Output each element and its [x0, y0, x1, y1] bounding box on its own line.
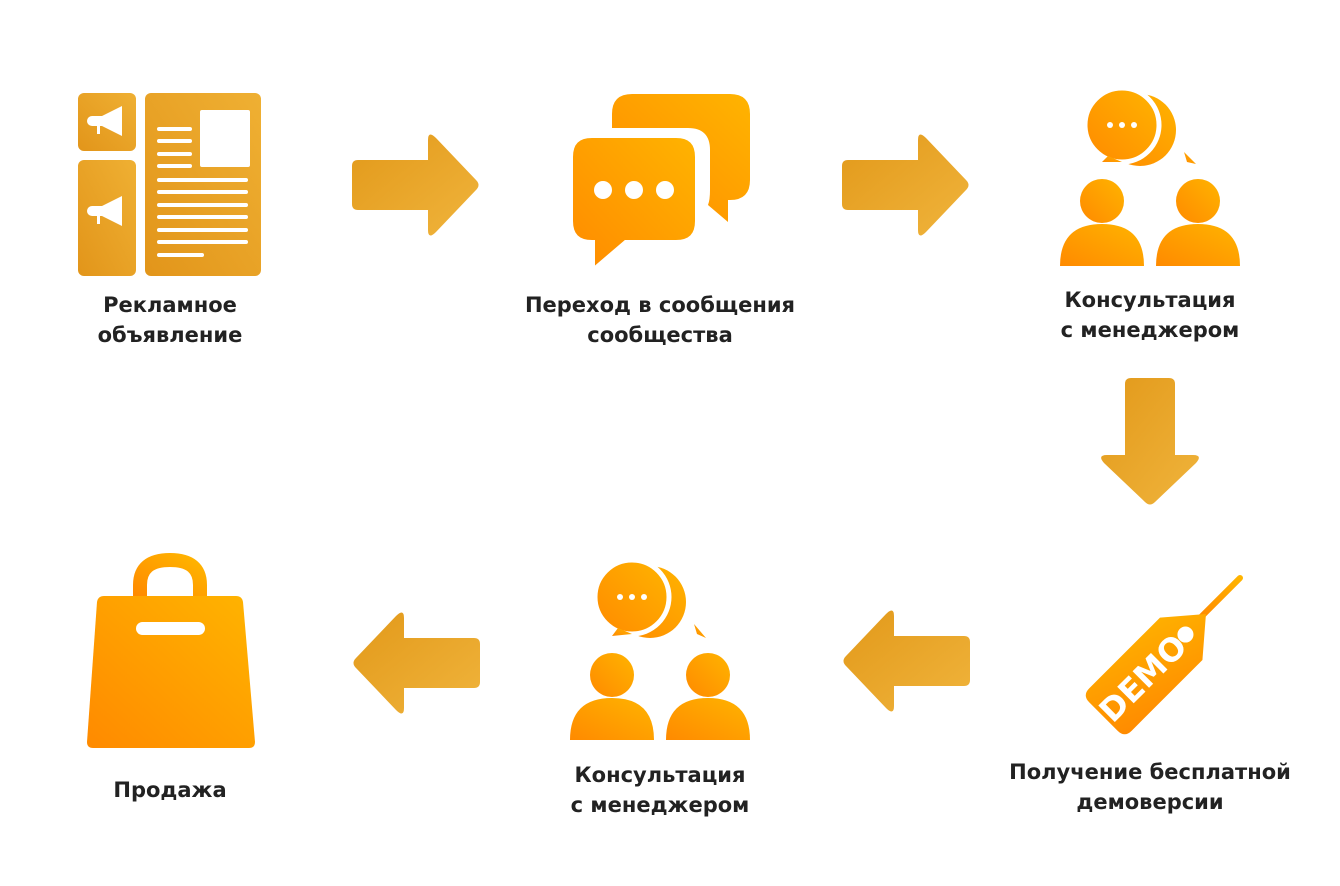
arrow-left-2: [353, 612, 480, 714]
step-label-ad: Рекламное объявление: [98, 290, 243, 350]
label-line: сообщества: [587, 323, 733, 347]
arrow-left-1: [843, 610, 970, 712]
label-line: объявление: [97, 323, 243, 347]
label-line: с менеджером: [570, 793, 750, 817]
step-label-messages: Переход в сообщения сообщества: [525, 290, 795, 350]
label-line: Продажа: [113, 778, 227, 802]
consultation-icon: [1060, 85, 1240, 266]
label-line: Переход в сообщения: [524, 293, 796, 317]
label-line: Консультация: [574, 763, 746, 787]
consultation-icon-2: [570, 557, 750, 740]
step-label-sale: Продажа: [113, 775, 226, 805]
label-line: Получение бесплатной: [1009, 760, 1291, 784]
arrow-down: [1101, 378, 1199, 505]
ad-newspaper-icon: [78, 93, 261, 276]
arrow-right-1: [352, 134, 479, 236]
arrow-right-2: [842, 134, 969, 236]
label-line: Консультация: [1064, 288, 1236, 312]
demo-tag-icon: DEMO: [1085, 575, 1243, 735]
step-label-demo: Получение бесплатной демоверсии: [1009, 757, 1291, 817]
label-line: с менеджером: [1060, 318, 1240, 342]
shopping-bag-icon: [87, 552, 255, 748]
chat-bubbles-icon: [567, 94, 750, 279]
label-line: Рекламное: [103, 293, 237, 317]
step-label-consultation-2: Консультация с менеджером: [571, 760, 750, 820]
step-label-consultation: Консультация с менеджером: [1061, 285, 1240, 345]
label-line: демоверсии: [1076, 790, 1224, 814]
